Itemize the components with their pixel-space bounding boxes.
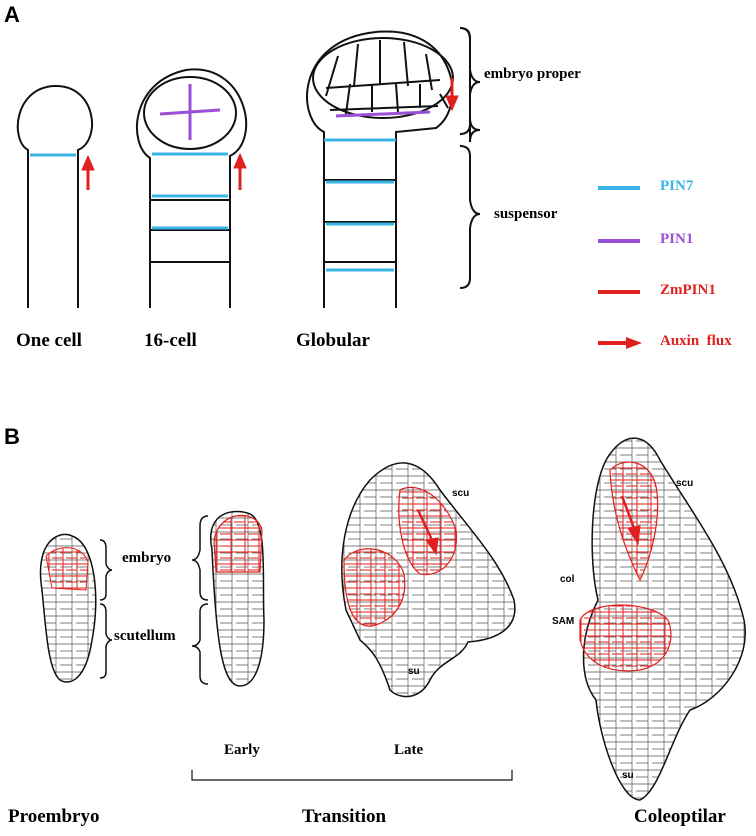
stage-one-cell: One cell	[16, 330, 82, 351]
one-cell-embryo	[16, 84, 93, 308]
suspensor-bracket	[459, 145, 481, 289]
late-label: Late	[394, 742, 424, 758]
early-red-region	[213, 514, 263, 573]
suspensor-label: suspensor	[494, 206, 558, 222]
stage-16-cell: 16-cell	[144, 330, 197, 351]
legend-pin1-label: PIN1	[660, 231, 694, 247]
sixteen-cell-inner-outline	[143, 76, 237, 150]
late-su-label: su	[408, 666, 420, 677]
embryo-label: embryo	[122, 550, 172, 566]
late-red-region-1	[343, 548, 406, 627]
coleoptilar-sam-label: SAM	[552, 616, 575, 627]
scutellum-label: scutellum	[114, 628, 176, 644]
coleoptilar-red-sam	[579, 604, 672, 672]
proembryo-red-region	[45, 547, 89, 591]
stage-transition: Transition	[302, 806, 387, 827]
stage-globular: Globular	[296, 330, 370, 351]
late-transition-outline	[341, 462, 516, 698]
late-scu-label: scu	[452, 488, 470, 499]
panel-a-letter: A	[4, 2, 20, 27]
legend-auxin-label: Auxin flux	[660, 333, 732, 349]
stage-coleoptilar: Coleoptilar	[634, 806, 726, 827]
coleoptilar-su-label: su	[622, 770, 634, 781]
embryo-proper-label: embryo proper	[484, 66, 581, 82]
legend-pin7-label: PIN7	[660, 178, 694, 194]
transition-bracket	[191, 770, 513, 781]
globular-embryo	[306, 30, 454, 308]
sixteen-cell-embryo	[135, 68, 248, 308]
coleoptilar-col-label: col	[560, 574, 575, 585]
panel-b-letter: B	[4, 424, 20, 449]
legend-zmpin1-label: ZmPIN1	[660, 282, 716, 298]
stage-proembryo: Proembryo	[8, 806, 100, 827]
coleoptilar-scu-label: scu	[676, 478, 694, 489]
early-label: Early	[224, 742, 260, 758]
coleoptilar-red-scu	[609, 461, 659, 582]
